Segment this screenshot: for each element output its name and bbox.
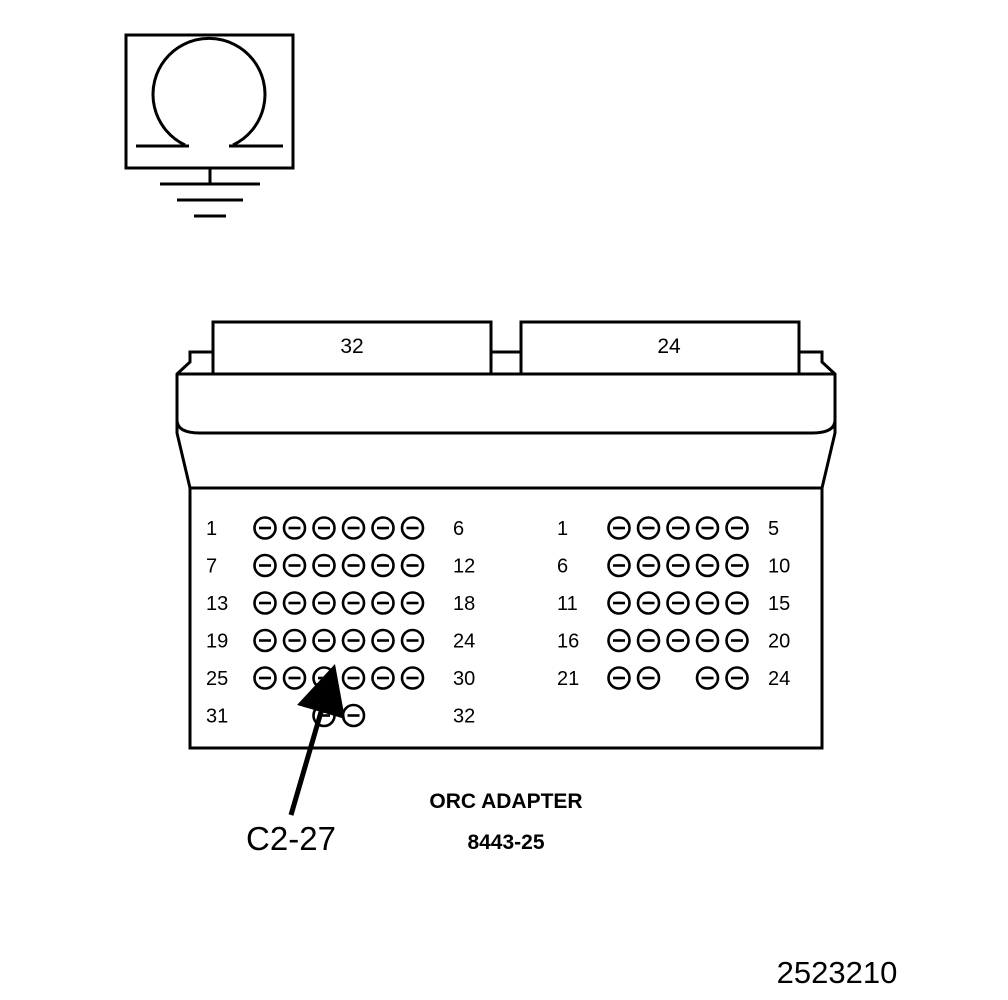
pin-contact bbox=[725, 666, 749, 690]
pin-contact bbox=[725, 628, 749, 653]
pin-contact bbox=[312, 628, 336, 653]
pin-contact bbox=[666, 553, 690, 578]
connector-housing bbox=[175, 320, 837, 750]
pin-row-end-label: 5 bbox=[768, 518, 779, 540]
pin-contact bbox=[341, 591, 366, 615]
pin-row-end-label: 20 bbox=[768, 631, 790, 653]
pin-contact bbox=[725, 516, 749, 540]
pin-contact bbox=[341, 666, 366, 690]
callout-arrow bbox=[288, 663, 346, 816]
pin-contact bbox=[282, 591, 307, 615]
pin-contact bbox=[666, 628, 690, 653]
pin-row-start-label: 1 bbox=[557, 518, 568, 540]
pin-row-end-label: 6 bbox=[453, 518, 464, 540]
pin-contact bbox=[253, 553, 277, 578]
pin-row-start-label: 21 bbox=[557, 668, 579, 690]
pin-contact bbox=[636, 553, 661, 578]
pin-row-start-label: 7 bbox=[206, 556, 217, 578]
pin-contact bbox=[253, 516, 277, 540]
pin-row-end-label: 30 bbox=[453, 668, 475, 690]
pin-row-start-label: 16 bbox=[557, 631, 579, 653]
pin-contact bbox=[341, 703, 366, 728]
pin-contact bbox=[607, 666, 631, 690]
pin-contact bbox=[371, 628, 395, 653]
pin-row-start-label: 19 bbox=[206, 631, 228, 653]
pin-row-end-label: 32 bbox=[453, 706, 475, 728]
pin-contact bbox=[607, 553, 631, 578]
pin-contact bbox=[371, 516, 395, 540]
pin-contact bbox=[282, 553, 307, 578]
pin-contact bbox=[607, 591, 631, 615]
pin-contact bbox=[725, 553, 749, 578]
pin-row-start-label: 31 bbox=[206, 706, 228, 728]
pin-row-end-label: 10 bbox=[768, 556, 790, 578]
pin-row-end-label: 12 bbox=[453, 556, 475, 578]
pin-contact bbox=[666, 591, 690, 615]
pin-contact bbox=[636, 516, 661, 540]
pin-contact bbox=[371, 591, 395, 615]
pin-contact bbox=[312, 591, 336, 615]
pin-contact bbox=[400, 591, 425, 615]
adapter-name: ORC ADAPTER bbox=[429, 790, 582, 813]
pin-contact bbox=[695, 666, 720, 690]
pin-row-start-label: 13 bbox=[206, 593, 228, 615]
pin-contact bbox=[725, 591, 749, 615]
pin-contact bbox=[666, 516, 690, 540]
pin-contact bbox=[312, 516, 336, 540]
tab-label-24: 24 bbox=[657, 335, 681, 358]
pin-contact bbox=[312, 553, 336, 578]
pin-contact bbox=[695, 516, 720, 540]
pin-contact bbox=[341, 516, 366, 540]
pin-contact bbox=[253, 666, 277, 690]
pin-row-start-label: 1 bbox=[206, 518, 217, 540]
left-pin-block: 1 6 7 12 13 18 19 24 25 30 31 32 bbox=[206, 516, 475, 728]
pin-contact bbox=[312, 666, 336, 690]
pin-contact bbox=[400, 553, 425, 578]
tab-label-32: 32 bbox=[340, 335, 363, 358]
pin-contact bbox=[695, 628, 720, 653]
pin-contact bbox=[636, 628, 661, 653]
connector-face bbox=[188, 486, 824, 750]
callout-label: C2-27 bbox=[246, 820, 336, 857]
adapter-part-number: 8443-25 bbox=[467, 831, 544, 854]
figure-id: 2523210 bbox=[777, 955, 898, 990]
pin-contact bbox=[695, 591, 720, 615]
pin-row-end-label: 18 bbox=[453, 593, 475, 615]
pin-contact bbox=[636, 666, 661, 690]
pin-contact bbox=[253, 591, 277, 615]
pin-contact bbox=[636, 591, 661, 615]
pin-contact bbox=[400, 628, 425, 653]
pin-contact bbox=[371, 553, 395, 578]
pin-contact bbox=[253, 628, 277, 653]
pin-contact bbox=[282, 628, 307, 653]
pin-contact bbox=[607, 516, 631, 540]
pin-row-start-label: 11 bbox=[557, 593, 578, 615]
pin-contact bbox=[371, 666, 395, 690]
pin-row-start-label: 6 bbox=[557, 556, 568, 578]
pin-contact bbox=[282, 516, 307, 540]
pin-contact bbox=[282, 666, 307, 690]
pin-row-end-label: 24 bbox=[768, 668, 790, 690]
pin-contact bbox=[607, 628, 631, 653]
pin-contact bbox=[341, 553, 366, 578]
ohmmeter-ground-icon bbox=[124, 33, 295, 218]
pin-row-end-label: 15 bbox=[768, 593, 790, 615]
pin-contact bbox=[400, 666, 425, 690]
pin-contact bbox=[341, 628, 366, 653]
pin-contact bbox=[400, 516, 425, 540]
pin-row-end-label: 24 bbox=[453, 631, 475, 653]
pin-contact bbox=[695, 553, 720, 578]
pin-row-start-label: 25 bbox=[206, 668, 228, 690]
